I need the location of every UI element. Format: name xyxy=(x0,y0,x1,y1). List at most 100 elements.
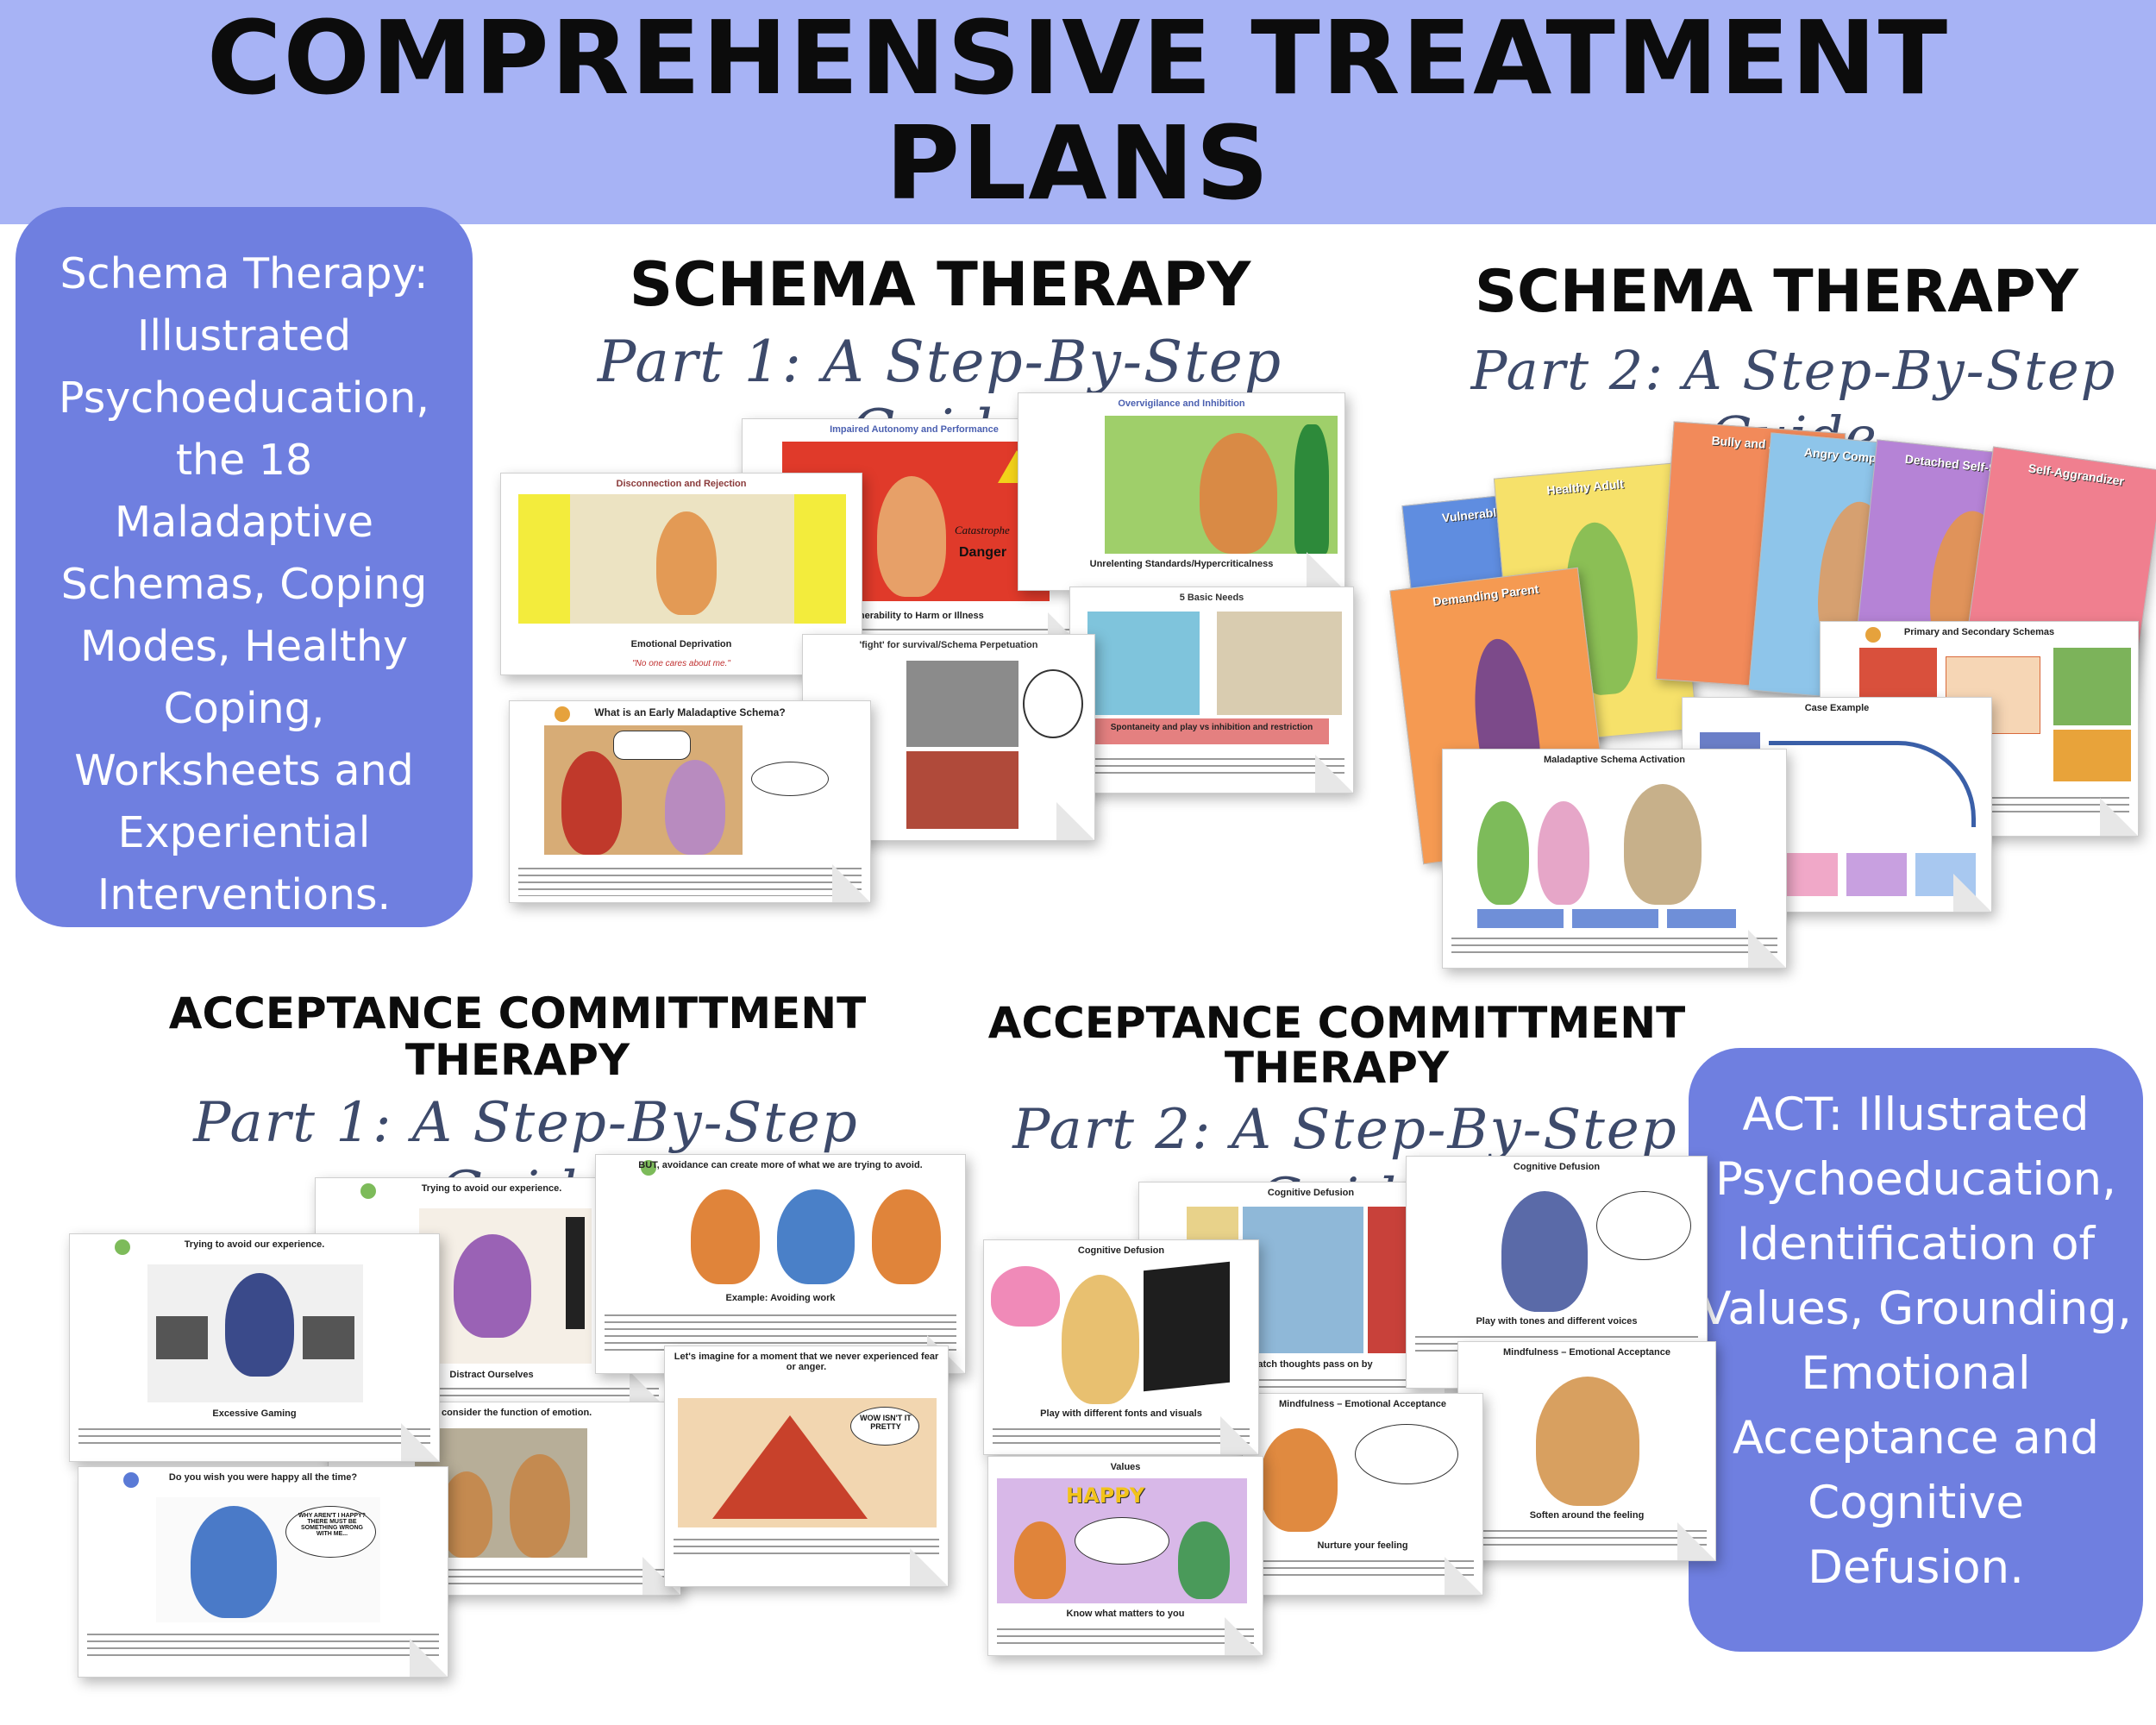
person-figure xyxy=(1062,1275,1139,1404)
slide-early-maladaptive-schema: What is an Early Maladaptive Schema? xyxy=(509,700,871,903)
act-part1-title-line2: THERAPY xyxy=(404,1035,630,1085)
illustration xyxy=(794,494,846,624)
illustration xyxy=(1105,416,1338,554)
act-part2-title-line1: ACCEPTANCE COMMITTMENT xyxy=(987,998,1686,1048)
slide-values: Values HAPPY Know what matters to you xyxy=(987,1456,1263,1656)
person-figure xyxy=(1477,801,1529,905)
page-curl xyxy=(1220,1416,1258,1454)
page-curl xyxy=(910,1548,948,1586)
slide-body-text xyxy=(993,1426,1250,1448)
slide-title: Cognitive Defusion xyxy=(1077,1245,1165,1256)
slide-caption: Watch thoughts pass on by xyxy=(1249,1359,1373,1370)
page-curl xyxy=(1748,930,1786,968)
slide-body-text xyxy=(78,1426,430,1448)
page-curl xyxy=(1677,1522,1715,1560)
summary-line: Values, Grounding, xyxy=(1700,1283,2132,1335)
slide-caption: Vulnerability to Harm or Illness xyxy=(844,611,984,621)
happy-banner: HAPPY xyxy=(1066,1484,1145,1508)
act-part2-title: ACCEPTANCE COMMITTMENT THERAPY xyxy=(966,1000,1708,1090)
person-figure xyxy=(454,1234,531,1338)
schema-summary-box: Schema Therapy: Illustrated Psychoeducat… xyxy=(16,207,473,927)
slide-fear-anger: Let's imagine for a moment that we never… xyxy=(664,1346,949,1587)
slide-title: Let's imagine for a moment that we never… xyxy=(674,1352,939,1372)
illustration: HAPPY xyxy=(997,1478,1247,1603)
slide-number-badge xyxy=(1865,627,1881,643)
volcano-shape xyxy=(712,1415,868,1519)
slide-body-text xyxy=(87,1631,439,1660)
page-curl xyxy=(1225,1617,1263,1655)
summary-line: Maladaptive xyxy=(114,498,374,547)
summary-line: Schemas, Coping xyxy=(60,560,428,609)
person-figure xyxy=(191,1506,277,1618)
tv-stand xyxy=(566,1217,585,1329)
slide-title: Let's consider the function of emotion. xyxy=(417,1408,592,1418)
slide-caption: Soften around the feeling xyxy=(1529,1510,1645,1521)
person-figure xyxy=(225,1273,294,1377)
page-curl xyxy=(832,864,870,902)
tree-shape xyxy=(1294,424,1329,554)
slide-caption: Excessive Gaming xyxy=(212,1408,297,1419)
illustration: WOW ISN'T IT PRETTY xyxy=(678,1398,937,1527)
slide-title: Case Example xyxy=(1804,703,1870,713)
slide-title: Disconnection and Rejection xyxy=(616,479,747,489)
status-chip xyxy=(1572,909,1658,928)
illustration xyxy=(518,494,570,624)
summary-line: Cognitive xyxy=(1808,1477,2024,1529)
slide-number-badge xyxy=(641,1160,656,1176)
slide-number-badge xyxy=(360,1183,376,1199)
slide-body-text xyxy=(997,1626,1254,1648)
illustration-text: Catastrophe xyxy=(955,524,1010,536)
page-curl xyxy=(1056,802,1094,840)
slide-basic-needs: 5 Basic Needs Spontaneity and play vs in… xyxy=(1069,586,1354,794)
page-title-line1: COMPREHENSIVE TREATMENT xyxy=(206,0,1950,117)
schema-part2-title: SCHEMA THERAPY xyxy=(1474,258,2079,326)
person-figure xyxy=(1538,801,1589,905)
slide-number-badge xyxy=(115,1239,130,1255)
slide-body-text xyxy=(674,1536,939,1559)
page-curl xyxy=(1315,755,1353,793)
person-figure xyxy=(561,751,622,855)
summary-line: Modes, Healthy xyxy=(79,622,409,671)
person-figure xyxy=(691,1189,760,1284)
person-figure xyxy=(656,511,717,615)
thought-bubble xyxy=(1023,669,1083,738)
act-part2-title-line2: THERAPY xyxy=(1224,1043,1450,1093)
slide-defusion-fonts: Cognitive Defusion Play with different f… xyxy=(983,1239,1259,1455)
speech-bubble xyxy=(1596,1191,1691,1260)
page-curl xyxy=(1445,1557,1482,1595)
slide-body-text xyxy=(1467,1527,1707,1550)
slide-schema-activation: Maladaptive Schema Activation xyxy=(1442,749,1787,969)
slide-title: Primary and Secondary Schemas xyxy=(1903,627,2055,637)
progress-arrow xyxy=(1079,718,1329,744)
page-curl xyxy=(410,1639,448,1677)
person-figure xyxy=(1501,1191,1588,1312)
illustration xyxy=(906,661,1018,747)
slide-caption: Know what matters to you xyxy=(1066,1609,1185,1619)
speech-bubble-text: WOW ISN'T IT PRETTY xyxy=(860,1414,912,1431)
monitor-shape xyxy=(156,1316,208,1359)
speech-bubble xyxy=(285,1506,376,1558)
slide-title: Overvigilance and Inhibition xyxy=(1118,398,1245,409)
summary-line: Experiential xyxy=(117,808,371,857)
slide-title: Do you wish you were happy all the time? xyxy=(168,1472,358,1483)
summary-line: the 18 xyxy=(175,436,313,485)
slide-body-text xyxy=(1251,1558,1474,1580)
summary-line: Interventions. xyxy=(97,870,392,919)
illustration xyxy=(906,751,1018,829)
slide-caption: Distract Ourselves xyxy=(449,1370,534,1380)
illustration xyxy=(2053,730,2131,781)
illustration xyxy=(1777,853,1838,896)
speech-bubble xyxy=(751,762,829,796)
person-figure xyxy=(441,1471,492,1558)
person-figure xyxy=(877,476,946,597)
person-figure xyxy=(1536,1377,1639,1506)
slide-number-badge xyxy=(123,1472,139,1488)
speech-bubble xyxy=(850,1407,919,1446)
slide-title: What is an Early Maladaptive Schema? xyxy=(594,706,786,718)
illustration xyxy=(1243,1207,1363,1353)
slide-nurture-feeling: Mindfulness – Emotional Acceptance Nurtu… xyxy=(1242,1393,1483,1596)
summary-line: Emotional xyxy=(1801,1347,2031,1400)
slide-title: Impaired Autonomy and Performance xyxy=(830,424,999,435)
summary-line: Identification of xyxy=(1736,1218,2096,1270)
slide-caption: Unrelenting Standards/Hypercriticalness xyxy=(1089,559,1274,569)
